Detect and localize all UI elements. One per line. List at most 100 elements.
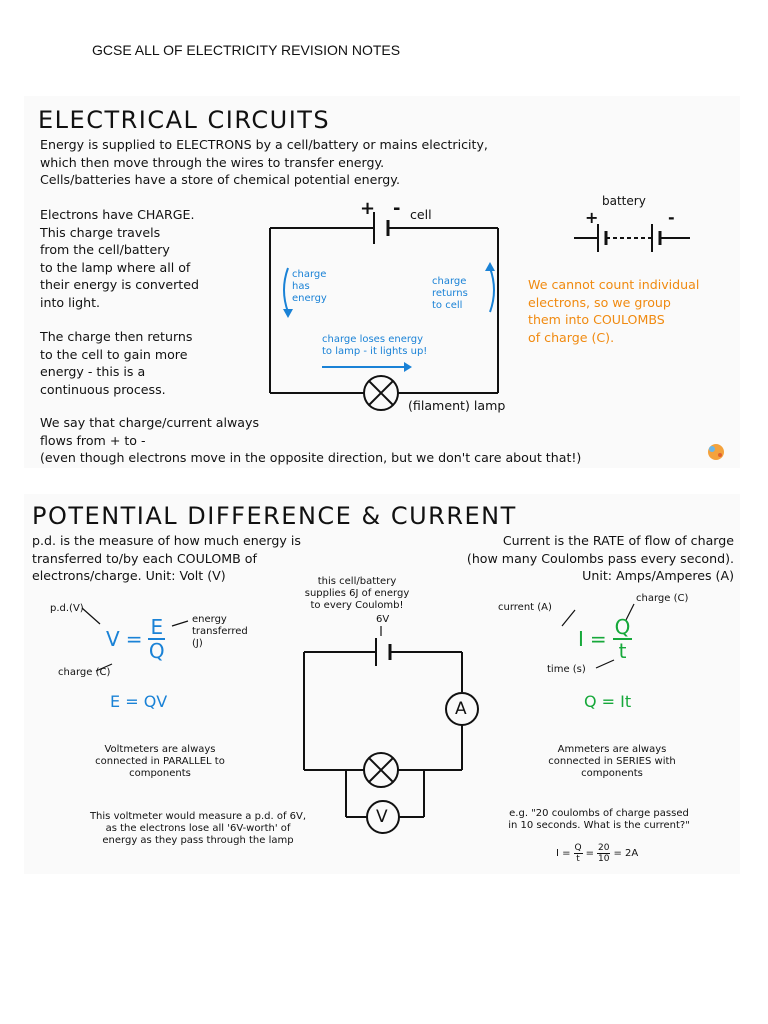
cell-label: cell — [410, 207, 432, 222]
current-example: e.g. "20 coulombs of charge passed in 10… — [474, 808, 724, 832]
voltmeter-measure-note: This voltmeter would measure a p.d. of 6… — [48, 811, 348, 847]
text-line: (even though electrons move in the oppos… — [40, 450, 582, 465]
mascot-icon — [708, 444, 724, 460]
text-line: flows from + to - — [40, 432, 146, 448]
formula-i: I — [578, 627, 584, 651]
voltage-formula: V = E Q — [106, 615, 166, 663]
calc-i: I = — [556, 848, 571, 859]
text-line: energy - this is a — [40, 364, 146, 379]
cell-minus-sign: - — [393, 198, 401, 219]
pd-current-title: POTENTIAL DIFFERENCE & CURRENT — [32, 502, 517, 530]
formula-fraction: Q t — [612, 615, 633, 663]
text-line: components — [581, 768, 643, 779]
charge-has-energy-label: charge has energy — [292, 269, 327, 305]
text-line: to cell — [432, 300, 463, 311]
electrical-circuits-panel — [24, 96, 740, 468]
electrical-circuits-title: ELECTRICAL CIRCUITS — [38, 106, 331, 134]
cell-plus-sign: + — [360, 198, 376, 219]
cell-voltage-label: 6V — [376, 614, 390, 625]
text-line: e.g. "20 coulombs of charge passed — [509, 808, 689, 819]
text-line: as the electrons lose all '6V-worth' of — [105, 823, 291, 834]
calc-numerator: Q — [573, 843, 583, 854]
pd-definition: p.d. is the measure of how much energy i… — [32, 532, 372, 585]
charge-return-description: The charge then returns to the cell to g… — [40, 328, 260, 398]
text-line: transferred to/by each COULOMB of — [32, 550, 257, 566]
intro-line: Cells/batteries have a store of chemical… — [40, 172, 400, 187]
calc-denominator: 10 — [598, 854, 610, 864]
text-line: energy — [292, 293, 327, 304]
formula-equals: = — [589, 627, 607, 651]
text-line: connected in SERIES with — [548, 756, 676, 767]
pd-label: p.d.(V) — [50, 603, 84, 614]
current-calculation: I = Q t = 20 10 = 2A — [556, 843, 638, 864]
text-line: from the cell/battery — [40, 242, 170, 257]
intro-line: which then move through the wires to tra… — [40, 154, 385, 170]
energy-transferred-label: energy transferred (J) — [192, 614, 248, 650]
intro-line: Energy is supplied to ELECTRONS by a cel… — [40, 137, 488, 152]
text-line: them into COULOMBS — [528, 312, 665, 327]
text-line: Ammeters are always — [557, 744, 667, 755]
charge-formula: Q = It — [584, 692, 632, 711]
calc-result: = 2A — [613, 848, 639, 859]
formula-v: V — [106, 627, 120, 651]
cell-supply-note: this cell/battery supplies 6J of energy … — [282, 576, 432, 612]
formula-equals: = — [125, 627, 143, 651]
current-formula: I = Q t — [578, 615, 633, 663]
text-line: The charge then returns — [40, 329, 193, 344]
circuits-intro: Energy is supplied to ELECTRONS by a cel… — [40, 136, 700, 189]
text-line: continuous process. — [40, 381, 166, 397]
text-line: energy as they pass through the lamp — [102, 835, 294, 846]
calc-fraction-values: 20 10 — [597, 843, 611, 864]
formula-denominator: t — [618, 639, 627, 663]
text-line: Unit: Amps/Amperes (A) — [582, 568, 734, 583]
text-line: We say that charge/current always — [40, 415, 260, 430]
text-line: electrons/charge. Unit: Volt (V) — [32, 568, 226, 583]
text-line: (J) — [192, 638, 203, 649]
text-line: p.d. is the measure of how much energy i… — [32, 533, 301, 548]
charge-c-label: charge (C) — [636, 593, 689, 604]
text-line: connected in PARALLEL to — [95, 756, 225, 767]
text-line: Voltmeters are always — [104, 744, 216, 755]
text-line: This charge travels — [40, 224, 161, 240]
text-line: Current is the RATE of flow of charge — [502, 533, 734, 548]
charge-returns-label: charge returns to cell — [432, 276, 468, 312]
text-line: to the lamp where all of — [40, 259, 191, 275]
ammeter-series-note: Ammeters are always connected in SERIES … — [512, 744, 712, 780]
text-line: of charge (C). — [528, 329, 615, 345]
charge-label: charge (C) — [58, 667, 111, 678]
text-line: returns — [432, 288, 468, 299]
text-line: components — [129, 768, 191, 779]
battery-label: battery — [602, 194, 646, 208]
text-line: this cell/battery — [317, 576, 397, 587]
battery-minus-sign: - — [668, 208, 675, 227]
charge-description: Electrons have CHARGE. This charge trave… — [40, 206, 260, 311]
text-line: electrons, so we group — [528, 294, 671, 310]
text-line: We cannot count individual — [528, 277, 700, 292]
calc-numerator: 20 — [597, 843, 611, 854]
formula-numerator: E — [148, 615, 166, 640]
text-line: has — [292, 281, 310, 292]
text-line: supplies 6J of energy — [304, 588, 410, 599]
formula-fraction: E Q — [148, 615, 166, 663]
text-line: charge loses energy — [322, 334, 424, 345]
current-label: current (A) — [498, 602, 552, 613]
energy-formula: E = QV — [110, 692, 168, 711]
text-line: Electrons have CHARGE. — [40, 207, 195, 222]
current-definition: Current is the RATE of flow of charge (h… — [400, 532, 734, 585]
text-line: This voltmeter would measure a p.d. of 6… — [89, 811, 307, 822]
text-line: into light. — [40, 294, 101, 310]
calc-denominator: t — [576, 854, 580, 864]
formula-numerator: Q — [612, 615, 633, 640]
text-line: charge — [292, 269, 327, 280]
text-line: to every Coulomb! — [310, 600, 404, 611]
lamp-label: (filament) lamp — [408, 398, 506, 413]
current-direction-note: We say that charge/current always flows … — [40, 414, 730, 467]
text-line: energy — [192, 614, 227, 625]
coulombs-note: We cannot count individual electrons, so… — [528, 276, 738, 346]
text-line: charge — [432, 276, 467, 287]
text-line: to the cell to gain more — [40, 346, 188, 362]
formula-denominator: Q — [148, 639, 165, 663]
text-line: in 10 seconds. What is the current?" — [508, 820, 690, 831]
calc-fraction-qt: Q t — [573, 843, 583, 864]
